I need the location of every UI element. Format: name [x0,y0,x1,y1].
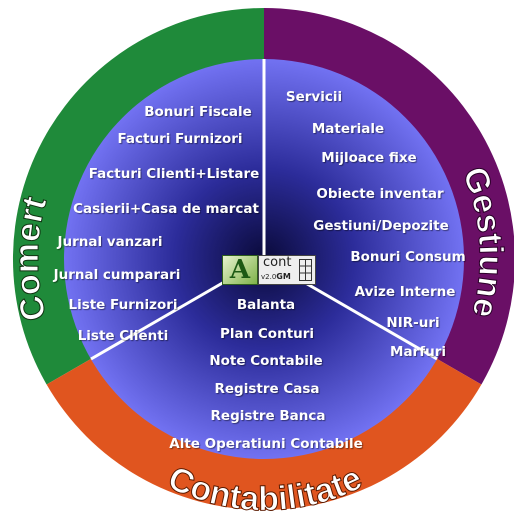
logo-letter: A [222,255,258,285]
comert-item-jurnal-vanzari[interactable]: Jurnal vanzari [57,234,163,250]
gestiune-item-nir-uri[interactable]: NIR-uri [386,315,440,331]
comert-item-facturi-clienti[interactable]: Facturi Clienti+Listare [88,166,260,182]
contabilitate-item-registre-casa[interactable]: Registre Casa [214,381,320,397]
comert-item-casierii[interactable]: Casierii+Casa de marcat [73,201,259,217]
contabilitate-item-balanta[interactable]: Balanta [236,297,296,313]
logo-box: cont v2.0GM [258,255,316,285]
contabilitate-item-registre-banca[interactable]: Registre Banca [210,408,326,424]
gestiune-item-marfuri[interactable]: Marfuri [390,344,446,360]
gestiune-item-mijloace-fixe[interactable]: Mijloace fixe [321,150,417,166]
app-logo: A cont v2.0GM [222,255,316,285]
comert-item-facturi-furnizori[interactable]: Facturi Furnizori [117,131,243,147]
contabilitate-item-alte-operatiuni[interactable]: Alte Operatiuni Contabile [169,436,363,452]
contabilitate-item-plan-conturi[interactable]: Plan Conturi [219,326,315,342]
logo-word: cont [263,255,292,270]
gestiune-item-obiecte-inventar[interactable]: Obiecte inventar [316,186,444,202]
comert-item-jurnal-cumparari[interactable]: Jurnal cumparari [53,267,181,283]
comert-item-liste-furnizori[interactable]: Liste Furnizori [68,297,178,313]
comert-item-bonuri-fiscale[interactable]: Bonuri Fiscale [144,104,252,120]
gestiune-item-gestiuni-depozite[interactable]: Gestiuni/Depozite [313,218,449,234]
logo-version: v2.0GM [261,272,291,281]
gestiune-item-bonuri-consum[interactable]: Bonuri Consum [350,249,466,265]
gestiune-item-materiale[interactable]: Materiale [311,121,385,137]
contabilitate-item-note-contabile[interactable]: Note Contabile [209,353,323,369]
comert-item-liste-clienti[interactable]: Liste Clienti [77,328,169,344]
grid-icon [299,259,312,281]
gestiune-item-servicii[interactable]: Servicii [285,89,343,105]
gestiune-item-avize-interne[interactable]: Avize Interne [354,284,456,300]
comert-title: Comert [8,192,54,324]
